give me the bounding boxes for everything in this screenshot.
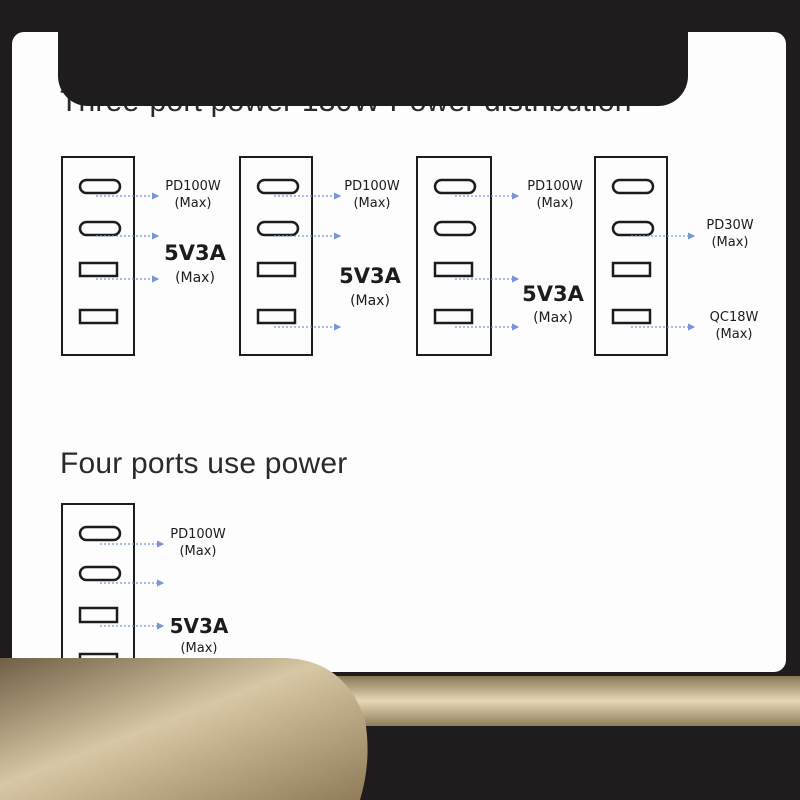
port-label-5v3a: 5V3A [339,264,401,288]
three-port-config-1: PD100W (Max) 5V3A (Max) [61,156,227,356]
usb-c-port-icon [433,178,477,195]
port-label-max: (Max) [180,641,217,656]
usb-a-port-icon [78,308,119,325]
usb-c-port-icon [256,178,300,195]
usb-a-port-icon [611,308,652,325]
usb-a-port-icon [78,606,119,624]
port-label-max: (Max) [536,196,573,211]
port-label-pd100w: PD100W [170,527,226,542]
charger-outline [594,156,668,356]
usb-c-port-icon [78,178,122,195]
gold-bar [300,676,800,726]
port-label-max: (Max) [175,270,215,286]
charger-outline [61,156,135,356]
usb-c-port-icon [611,178,655,195]
usb-c-port-icon [78,525,122,542]
charger-outline [239,156,313,356]
port-label-pd100w: PD100W [344,179,400,194]
three-port-config-2: PD100W (Max) 5V3A (Max) [239,156,402,356]
port-label-pd100w: PD100W [527,179,583,194]
charger-outline [416,156,492,356]
usb-a-port-icon [433,261,474,278]
port-label-max: (Max) [350,293,390,309]
port-label-5v3a: 5V3A [164,241,226,265]
usb-c-port-icon [78,565,122,582]
usb-c-port-icon [433,220,477,237]
usb-c-port-icon [78,220,122,237]
top-dark-tab [58,0,688,106]
gold-base [0,658,368,800]
port-label-pd30w: PD30W [706,218,753,233]
three-port-config-3: PD100W (Max) 5V3A (Max) [416,156,585,356]
usb-a-port-icon [256,308,297,325]
usb-a-port-icon [433,308,474,325]
port-label-max: (Max) [179,544,216,559]
port-label-max: (Max) [353,196,390,211]
four-port-heading: Four ports use power [60,447,348,480]
usb-c-port-icon [611,220,655,237]
content-panel [12,32,786,672]
usb-a-port-icon [611,261,652,278]
port-label-max: (Max) [715,327,752,342]
three-port-config-4: PD30W (Max) QC18W (Max) [594,156,759,356]
port-label-5v3a: 5V3A [522,282,584,306]
port-label-qc18w: QC18W [710,310,759,325]
port-label-pd100w: PD100W [165,179,221,194]
port-label-max: (Max) [174,196,211,211]
usb-c-port-icon [256,220,300,237]
port-label-max: (Max) [711,235,748,250]
port-label-5v3a: 5V3A [170,614,229,638]
port-label-max: (Max) [533,310,573,326]
usb-a-port-icon [78,261,119,278]
usb-a-port-icon [256,261,297,278]
